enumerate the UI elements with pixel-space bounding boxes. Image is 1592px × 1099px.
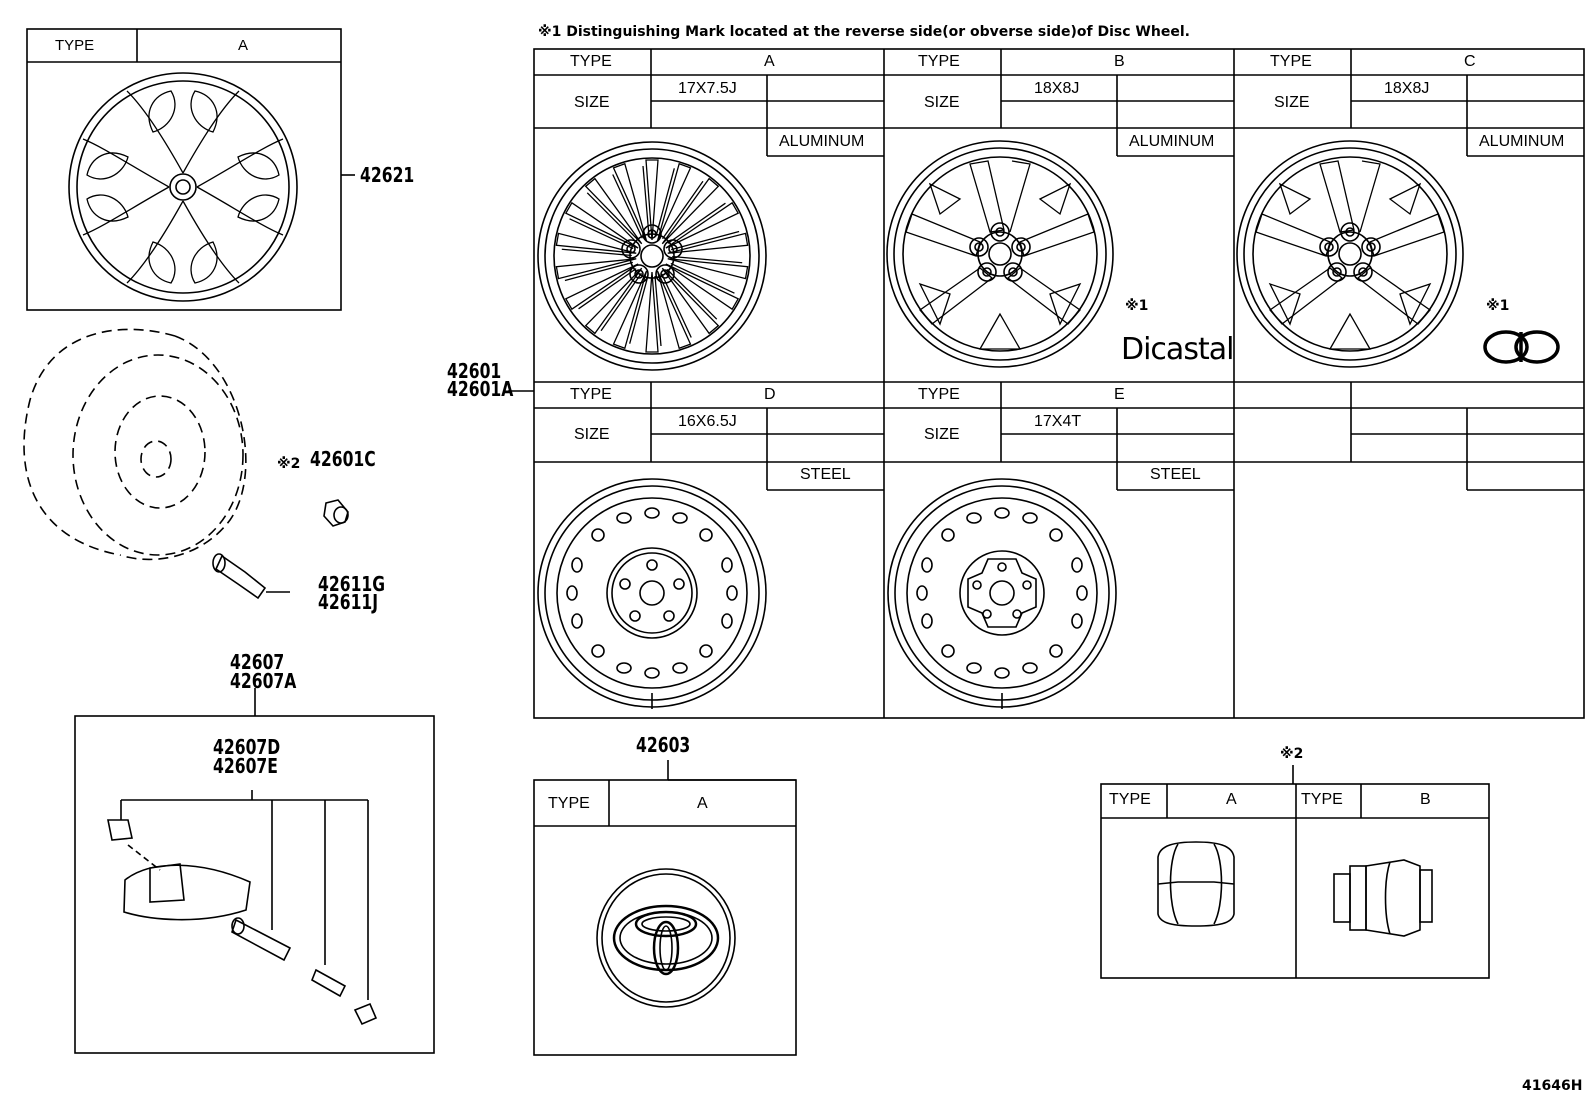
wheel-b-type-label: TYPE [918,53,960,70]
wheel-b-material: ALUMINUM [1129,133,1215,150]
wheel-a-size-label: SIZE [574,94,610,111]
wheel-e-size-label: SIZE [924,426,960,443]
nut-note-mark: ※2 [277,456,301,472]
wheel-b-size-label: SIZE [924,94,960,111]
wheel-e-type-label: TYPE [918,386,960,403]
nut-type-a-value: A [1226,791,1237,808]
wheel-b-maker-logo: Dicastal [1121,332,1234,367]
nut-type-b-label: TYPE [1301,791,1343,808]
wheel-c-type: C [1464,53,1476,70]
part-number-sensor-set-1: 42607 [230,650,285,674]
wheel-c-mark: ※1 [1486,298,1510,314]
distinguishing-mark-note: ※1 Distinguishing Mark located at the re… [538,24,1190,40]
wheel-d-drawing [537,478,767,709]
part-number-ornament: 42603 [636,733,691,757]
part-number-hubcap: 42621 [360,163,415,187]
valve-small [212,553,290,600]
wheel-a-type: A [764,53,775,70]
part-number-valve-2: 42611J [318,590,379,614]
nut-a-drawing [1157,841,1235,927]
sensor-box [74,688,435,1054]
wheel-d-size: 16X6.5J [678,413,737,430]
tire-drawing [23,328,247,561]
part-number-sensor-parts-2: 42607E [213,754,278,778]
nut-small [323,499,349,527]
wheel-d-type: D [764,386,776,403]
wheel-d-size-label: SIZE [574,426,610,443]
ornament-type-label: TYPE [548,795,590,812]
hubcap-type-value: A [238,37,249,54]
nut-type-a-label: TYPE [1109,791,1151,808]
wheel-b-size: 18X8J [1034,80,1080,97]
part-number-wheel-2: 42601A [447,377,514,401]
toyota-emblem [596,868,736,1008]
part-number-nut: 42601C [310,447,376,471]
wheel-c-size: 18X8J [1384,80,1430,97]
ornament-box [533,760,797,1056]
nut-b-drawing [1333,859,1433,937]
hubcap-drawing [68,72,298,302]
wheel-d-material: STEEL [800,466,851,483]
wheel-a-type-label: TYPE [570,53,612,70]
wheel-e-size: 17X4T [1034,413,1082,430]
wheel-c-size-label: SIZE [1274,94,1310,111]
wheel-d-type-label: TYPE [570,386,612,403]
wheel-c-material: ALUMINUM [1479,133,1565,150]
nut-table [1100,765,1490,979]
ornament-type-value: A [697,795,708,812]
wheel-a-size: 17X7.5J [678,80,737,97]
wheel-c-drawing [1236,140,1464,368]
wheel-b-mark: ※1 [1125,298,1149,314]
wheel-e-drawing [887,478,1117,709]
part-number-sensor-set-2: 42607A [230,669,297,693]
diagram-id: 41646H [1522,1078,1583,1094]
wheel-a-material: ALUMINUM [779,133,865,150]
wheel-a-drawing [537,141,767,371]
wheel-b-type: B [1114,53,1125,70]
nut-table-note: ※2 [1280,746,1304,762]
part-number-wheel-1: 42601 [447,359,502,383]
part-number-sensor-parts-1: 42607D [213,735,281,759]
nut-type-b-value: B [1420,791,1431,808]
wheel-e-material: STEEL [1150,466,1201,483]
wheel-e-type: E [1114,386,1125,403]
wheel-c-type-label: TYPE [1270,53,1312,70]
hubcap-box [26,28,355,311]
maker-mark-c [1483,330,1560,364]
wheel-b-drawing [886,140,1114,368]
hubcap-type-label: TYPE [55,37,95,54]
wheel-table-grid [508,48,1585,719]
part-number-valve-1: 42611G [318,572,386,596]
